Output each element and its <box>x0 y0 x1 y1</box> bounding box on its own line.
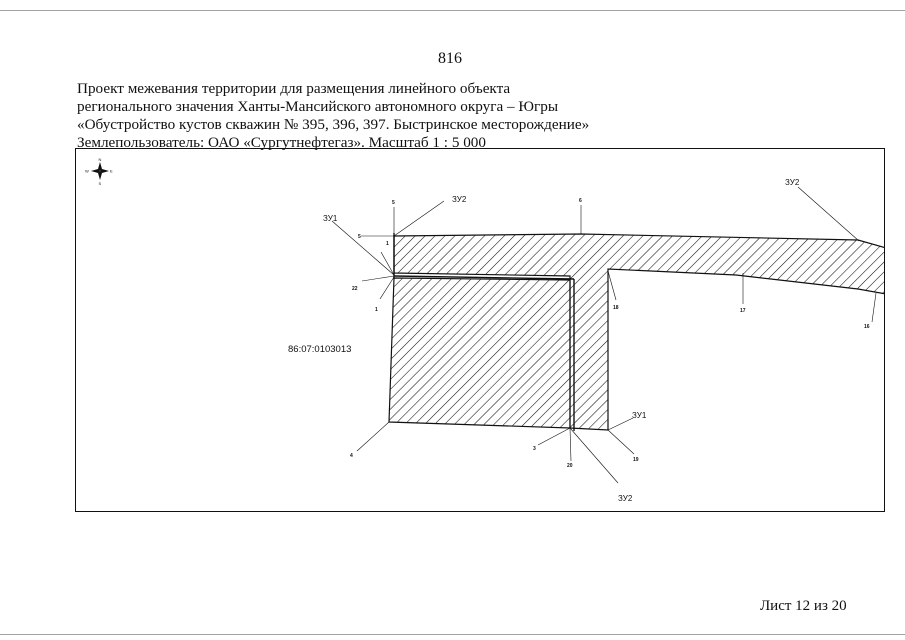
plot-zu1-hatched <box>388 277 571 429</box>
sheet-number: Лист 12 из 20 <box>760 598 847 614</box>
compass-rose-icon: N S W E <box>85 157 113 186</box>
survey-map: N S W E <box>85 157 884 503</box>
point-label-1-lower: 1 <box>375 307 378 313</box>
point-label-3: 3 <box>533 446 536 452</box>
zone-label-zu2-right: ЗУ2 <box>785 178 800 187</box>
map-frame: N S W E <box>75 148 885 512</box>
scan-edge-top <box>0 10 905 11</box>
zone-label-zu1-top: ЗУ1 <box>323 214 338 223</box>
point-label-5-top: 5 <box>392 200 395 206</box>
zone-label-zu2-bottom: ЗУ2 <box>618 494 633 503</box>
internal-boundaries <box>393 233 575 431</box>
point-label-22: 22 <box>352 286 358 292</box>
point-label-16: 16 <box>864 324 870 330</box>
zone-label-zu1-bottom: ЗУ1 <box>632 411 647 420</box>
point-label-1-upper: 1 <box>386 241 389 247</box>
scan-edge-bottom <box>0 634 905 635</box>
point-label-19: 19 <box>633 457 639 463</box>
title-line-2: регионального значения Ханты-Мансийского… <box>77 98 559 115</box>
parcel-number-label: 86:07:0103013 <box>288 344 351 355</box>
point-label-6: 6 <box>579 198 582 204</box>
point-label-20: 20 <box>567 463 573 469</box>
title-line-3: «Обустройство кустов скважин № 395, 396,… <box>77 116 590 133</box>
title-line-1: Проект межевания территории для размещен… <box>77 80 511 97</box>
point-label-5-left: 5 <box>358 234 361 240</box>
compass-south-label: S <box>99 181 102 186</box>
compass-west-label: W <box>85 169 89 174</box>
compass-east-label: E <box>110 169 113 174</box>
document-title: Проект межевания территории для размещен… <box>77 80 589 152</box>
point-label-18: 18 <box>613 305 619 311</box>
page-number: 816 <box>438 50 462 67</box>
point-label-4: 4 <box>350 453 353 459</box>
title-line-4: Землепользователь: ОАО «Сургутнефтегаз».… <box>77 134 486 151</box>
compass-north-label: N <box>99 157 102 162</box>
leader-lines <box>331 186 877 484</box>
point-label-17: 17 <box>740 308 746 314</box>
zone-label-zu2-top: ЗУ2 <box>452 195 467 204</box>
